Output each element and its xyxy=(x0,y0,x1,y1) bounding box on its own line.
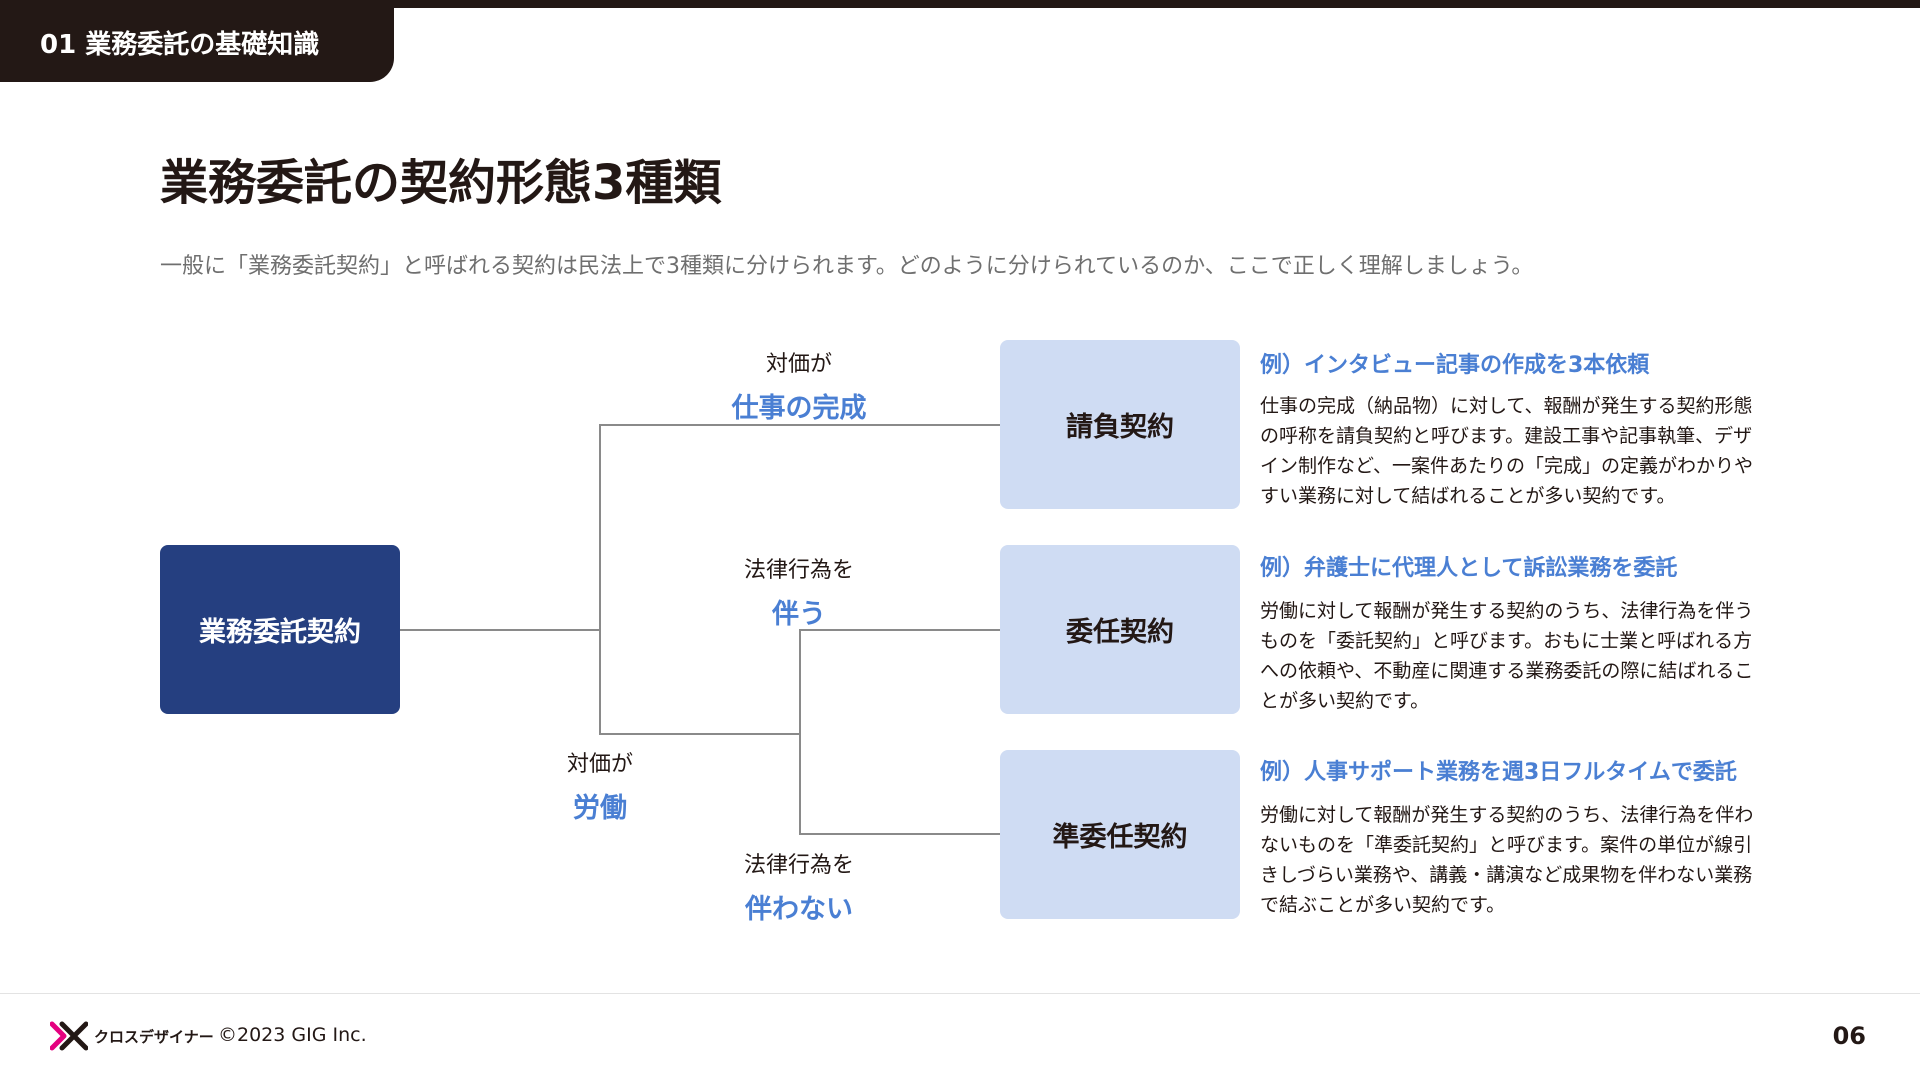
condition-key: 労働 xyxy=(572,793,627,824)
connector-root xyxy=(400,629,600,631)
brand-logo: クロスデザイナー xyxy=(50,1020,214,1052)
condition-key: 仕事の完成 xyxy=(731,393,867,424)
root-label: 業務委託契約 xyxy=(199,617,361,648)
description-ukeoi: 仕事の完成（納品物）に対して、報酬が発生する契約形態の呼称を請負契約と呼びます。… xyxy=(1260,395,1754,507)
condition-pre: 法律行為を xyxy=(743,558,855,583)
connector-trunk xyxy=(599,424,601,735)
type-label: 請負契約 xyxy=(1066,412,1174,443)
condition-key: 伴わない xyxy=(744,894,853,925)
condition-labor: 対価が 労働 xyxy=(567,746,633,825)
condition-key: 伴う xyxy=(771,599,826,630)
copyright: ©2023 GIG Inc. xyxy=(218,1024,367,1046)
top-bar xyxy=(0,0,1920,8)
description-inin: 労働に対して報酬が発生する契約のうち、法律行為を伴うものを「委託契約」と呼びます… xyxy=(1260,600,1754,712)
type-node-jun-inin: 準委任契約 xyxy=(1000,750,1240,919)
example-title-inin: 例）弁護士に代理人として訴訟業務を委託 xyxy=(1260,556,1678,581)
condition-without-act: 法律行為を 伴わない xyxy=(744,847,854,926)
condition-pre: 法律行為を xyxy=(743,853,855,878)
connector-to-jun-inin xyxy=(799,833,1000,835)
condition-with-act: 法律行為を 伴う xyxy=(744,552,854,631)
example-title-ukeoi: 例）インタビュー記事の作成を3本依頼 xyxy=(1260,353,1650,378)
type-label: 準委任契約 xyxy=(1052,822,1188,853)
condition-pre: 対価が xyxy=(566,752,634,777)
section-tab: 01 業務委託の基礎知識 xyxy=(0,8,394,82)
connector-labor-branch xyxy=(799,629,801,835)
root-node: 業務委託契約 xyxy=(160,545,400,714)
example-title-jun-inin: 例）人事サポート業務を週3日フルタイムで委託 xyxy=(1260,760,1737,785)
brand-mark-icon xyxy=(50,1021,88,1051)
footer-divider xyxy=(0,993,1920,994)
connector-to-inin xyxy=(799,629,1000,631)
connector-to-labor xyxy=(599,733,800,735)
brand-logo-text: クロスデザイナー xyxy=(94,1027,214,1046)
page-title: 業務委託の契約形態3種類 xyxy=(160,155,722,211)
page-subtitle: 一般に「業務委託契約」と呼ばれる契約は民法上で3種類に分けられます。どのように分… xyxy=(160,254,1534,279)
type-node-ukeoi: 請負契約 xyxy=(1000,340,1240,509)
page-number: 06 xyxy=(1832,1022,1866,1050)
type-node-inin: 委任契約 xyxy=(1000,545,1240,714)
condition-completion: 対価が 仕事の完成 xyxy=(732,346,867,425)
description-jun-inin: 労働に対して報酬が発生する契約のうち、法律行為を伴わないものを「準委託契約」と呼… xyxy=(1260,804,1754,916)
condition-pre: 対価が xyxy=(765,352,832,377)
connector-to-ukeoi xyxy=(599,424,1000,426)
type-label: 委任契約 xyxy=(1066,617,1174,648)
